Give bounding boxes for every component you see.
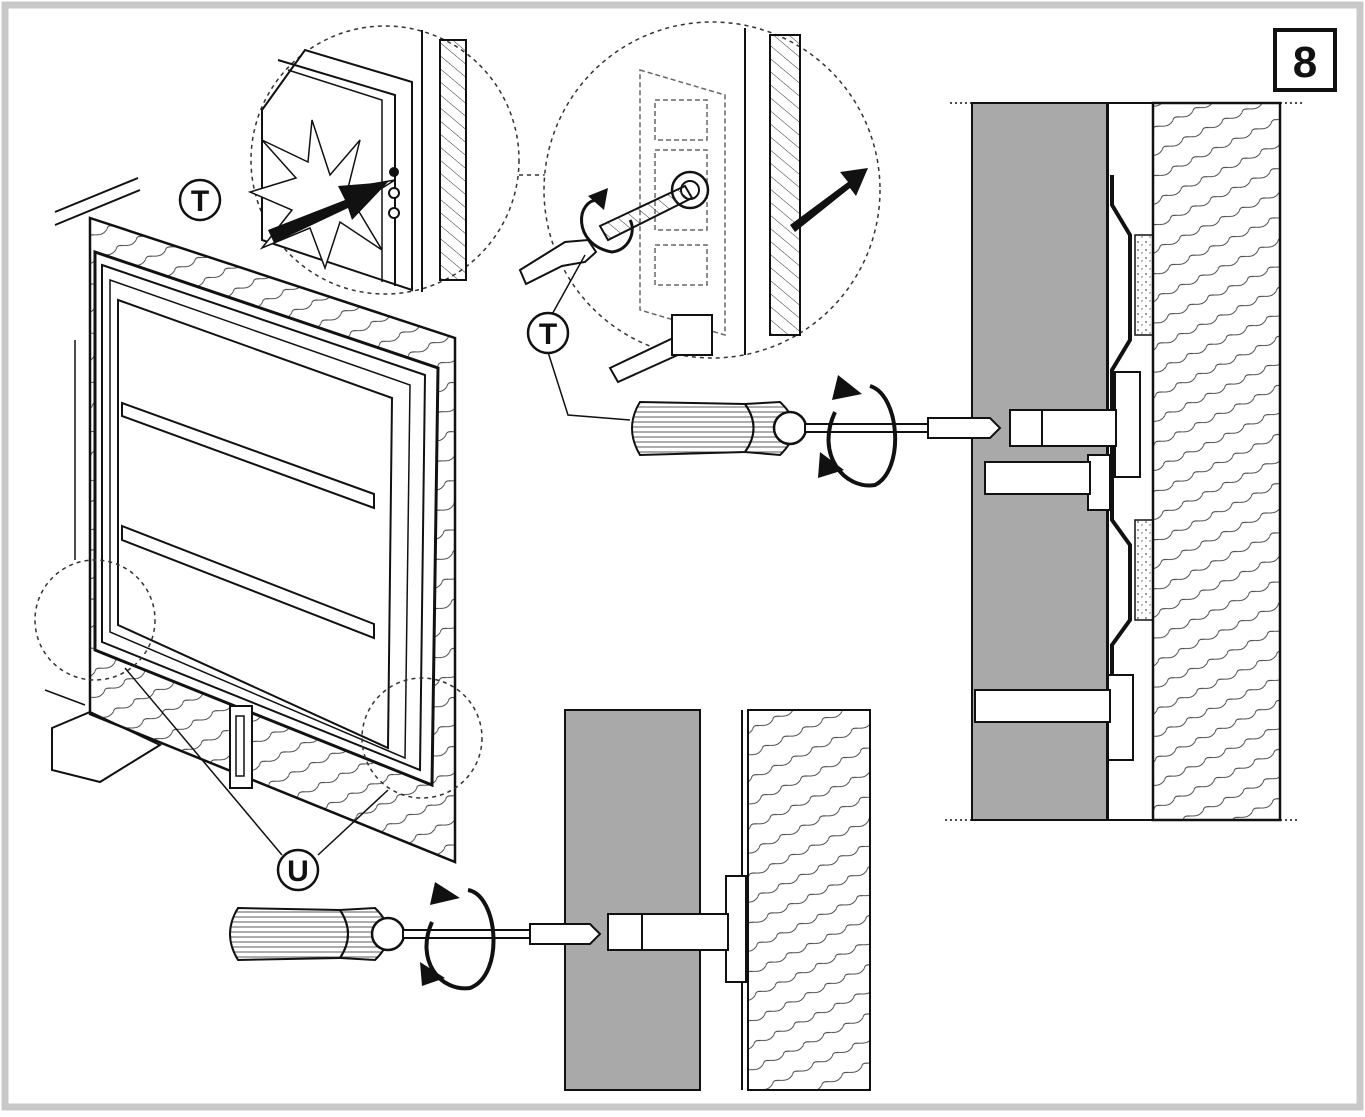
rotate-arrow-icon	[424, 888, 496, 991]
callout-u-label: U	[287, 855, 309, 888]
rotate-arrow-icon	[826, 384, 897, 488]
rotate-arrow-icon	[580, 198, 634, 254]
screwdriver-bottom	[229, 882, 602, 991]
decor-wood-bottom	[747, 709, 871, 1091]
screwdriver-icon	[518, 238, 598, 286]
detail-circle-screw	[518, 21, 881, 384]
step-number-box: 8	[1273, 28, 1337, 92]
callout-t-top: T	[178, 178, 222, 222]
decor-wood-right	[1151, 101, 1282, 822]
detail-circle-hinge	[247, 25, 520, 295]
zoom-circle-right	[361, 677, 483, 799]
callout-t-mid: T	[526, 311, 570, 355]
callout-t-top-label: T	[191, 185, 209, 218]
cross-section-bottom	[564, 709, 871, 1091]
screwdriver-mid	[631, 375, 1002, 488]
cabinet-wall-bottom	[564, 709, 701, 1091]
callout-u: U	[276, 848, 320, 892]
callout-t-mid-label: T	[539, 318, 557, 351]
push-arrow-icon	[268, 182, 388, 243]
cross-section-right	[945, 101, 1305, 822]
step-number: 8	[1293, 38, 1317, 87]
appliance-door-assembly	[34, 177, 483, 864]
zoom-circle-left	[34, 559, 156, 681]
